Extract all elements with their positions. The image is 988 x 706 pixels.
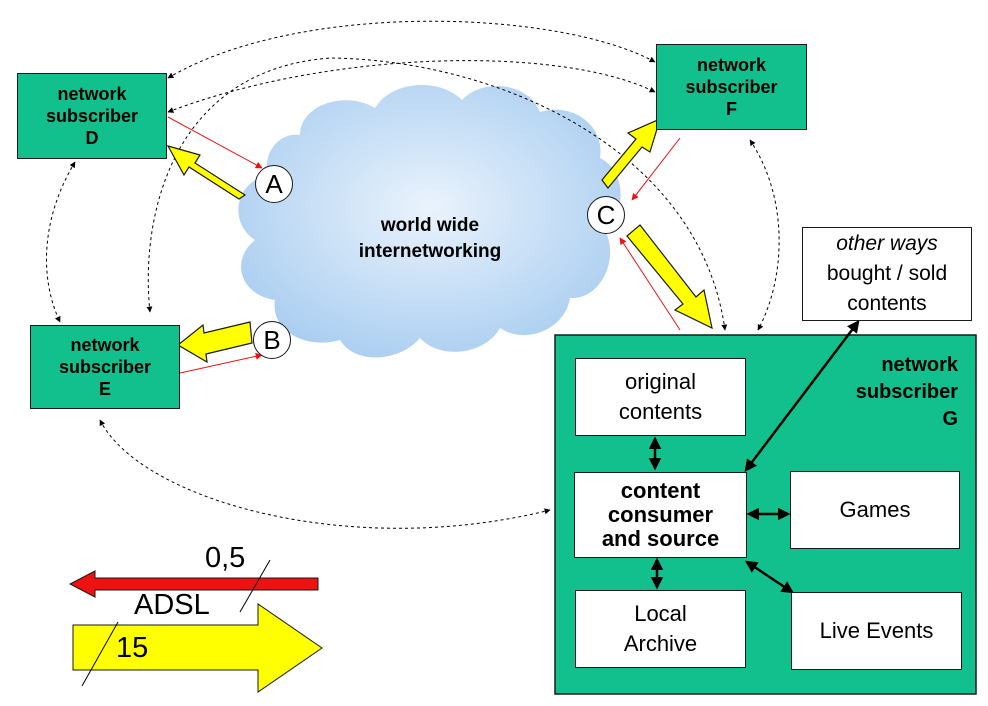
yellow-arrow-c-f: [601, 117, 661, 189]
live-events-box[interactable]: Live Events: [791, 592, 962, 670]
content-consumer-line2: consumer: [607, 502, 714, 527]
subscriber-e-line2: subscriber: [58, 357, 152, 377]
subscriber-f-line1: network: [696, 55, 766, 75]
subscriber-g-line2: subscriber: [855, 381, 958, 403]
subscriber-f[interactable]: network subscriber F: [656, 44, 807, 130]
subscriber-e[interactable]: network subscriber E: [30, 325, 180, 409]
subscriber-d[interactable]: network subscriber D: [17, 73, 167, 159]
subscriber-g-label: network subscriber G: [800, 352, 958, 433]
subscriber-d-line3: D: [85, 128, 99, 148]
local-archive-line1: Local: [634, 601, 687, 626]
other-ways-line2: bought / sold: [826, 262, 948, 285]
legend-red-arrow: [68, 570, 319, 598]
local-archive-line2: Archive: [623, 631, 698, 656]
subscriber-g-line1: network: [881, 354, 958, 376]
legend-yellow-arrow: [72, 603, 323, 693]
other-ways-box[interactable]: other ways bought / sold contents: [802, 227, 972, 321]
link-c-label: C: [596, 199, 616, 230]
link-a-circle: A: [255, 165, 293, 203]
subscriber-f-line3: F: [726, 99, 737, 119]
original-contents-line1: original: [625, 369, 696, 394]
link-b-circle: B: [253, 321, 291, 359]
link-c-circle: C: [587, 196, 625, 234]
cloud-label-line1: world wide: [380, 215, 480, 236]
subscriber-d-line1: network: [57, 84, 127, 104]
internet-cloud: [238, 85, 621, 358]
yellow-arrow-b: [176, 321, 253, 364]
cloud-label: world wide internetworking: [330, 213, 530, 265]
legend-upstream-value: 0,5: [205, 542, 246, 574]
subscriber-f-line2: subscriber: [685, 77, 778, 97]
subscriber-e-line3: E: [98, 379, 111, 399]
subscriber-d-line2: subscriber: [45, 106, 139, 126]
internal-links: [648, 320, 860, 594]
games-label: Games: [839, 497, 911, 522]
subscriber-g-line3: G: [942, 408, 958, 430]
original-contents-line2: contents: [618, 399, 703, 424]
link-b-label: B: [263, 324, 281, 355]
content-consumer-line3: and source: [601, 526, 720, 551]
live-events-label: Live Events: [819, 618, 934, 643]
legend-downstream-value: 15: [116, 632, 149, 664]
upstream-arrows: [167, 116, 681, 374]
subscriber-e-line1: network: [70, 335, 140, 355]
other-ways-line1: other ways: [836, 232, 938, 255]
original-contents-box[interactable]: original contents: [575, 358, 746, 436]
dotted-links: [45, 20, 780, 529]
content-consumer-box[interactable]: content consumer and source: [574, 472, 747, 558]
games-box[interactable]: Games: [790, 471, 960, 549]
yellow-arrow-c-g: [626, 224, 713, 330]
cloud-label-line2: internetworking: [358, 241, 502, 262]
downstream-arrows: [166, 117, 713, 364]
legend-arrows: [68, 559, 323, 693]
content-consumer-line1: content: [620, 478, 701, 503]
yellow-arrow-a: [166, 145, 247, 200]
legend-technology-label: ADSL: [134, 589, 210, 621]
other-ways-line3: contents: [847, 292, 927, 315]
link-a-label: A: [265, 168, 283, 199]
local-archive-box[interactable]: Local Archive: [575, 590, 746, 668]
